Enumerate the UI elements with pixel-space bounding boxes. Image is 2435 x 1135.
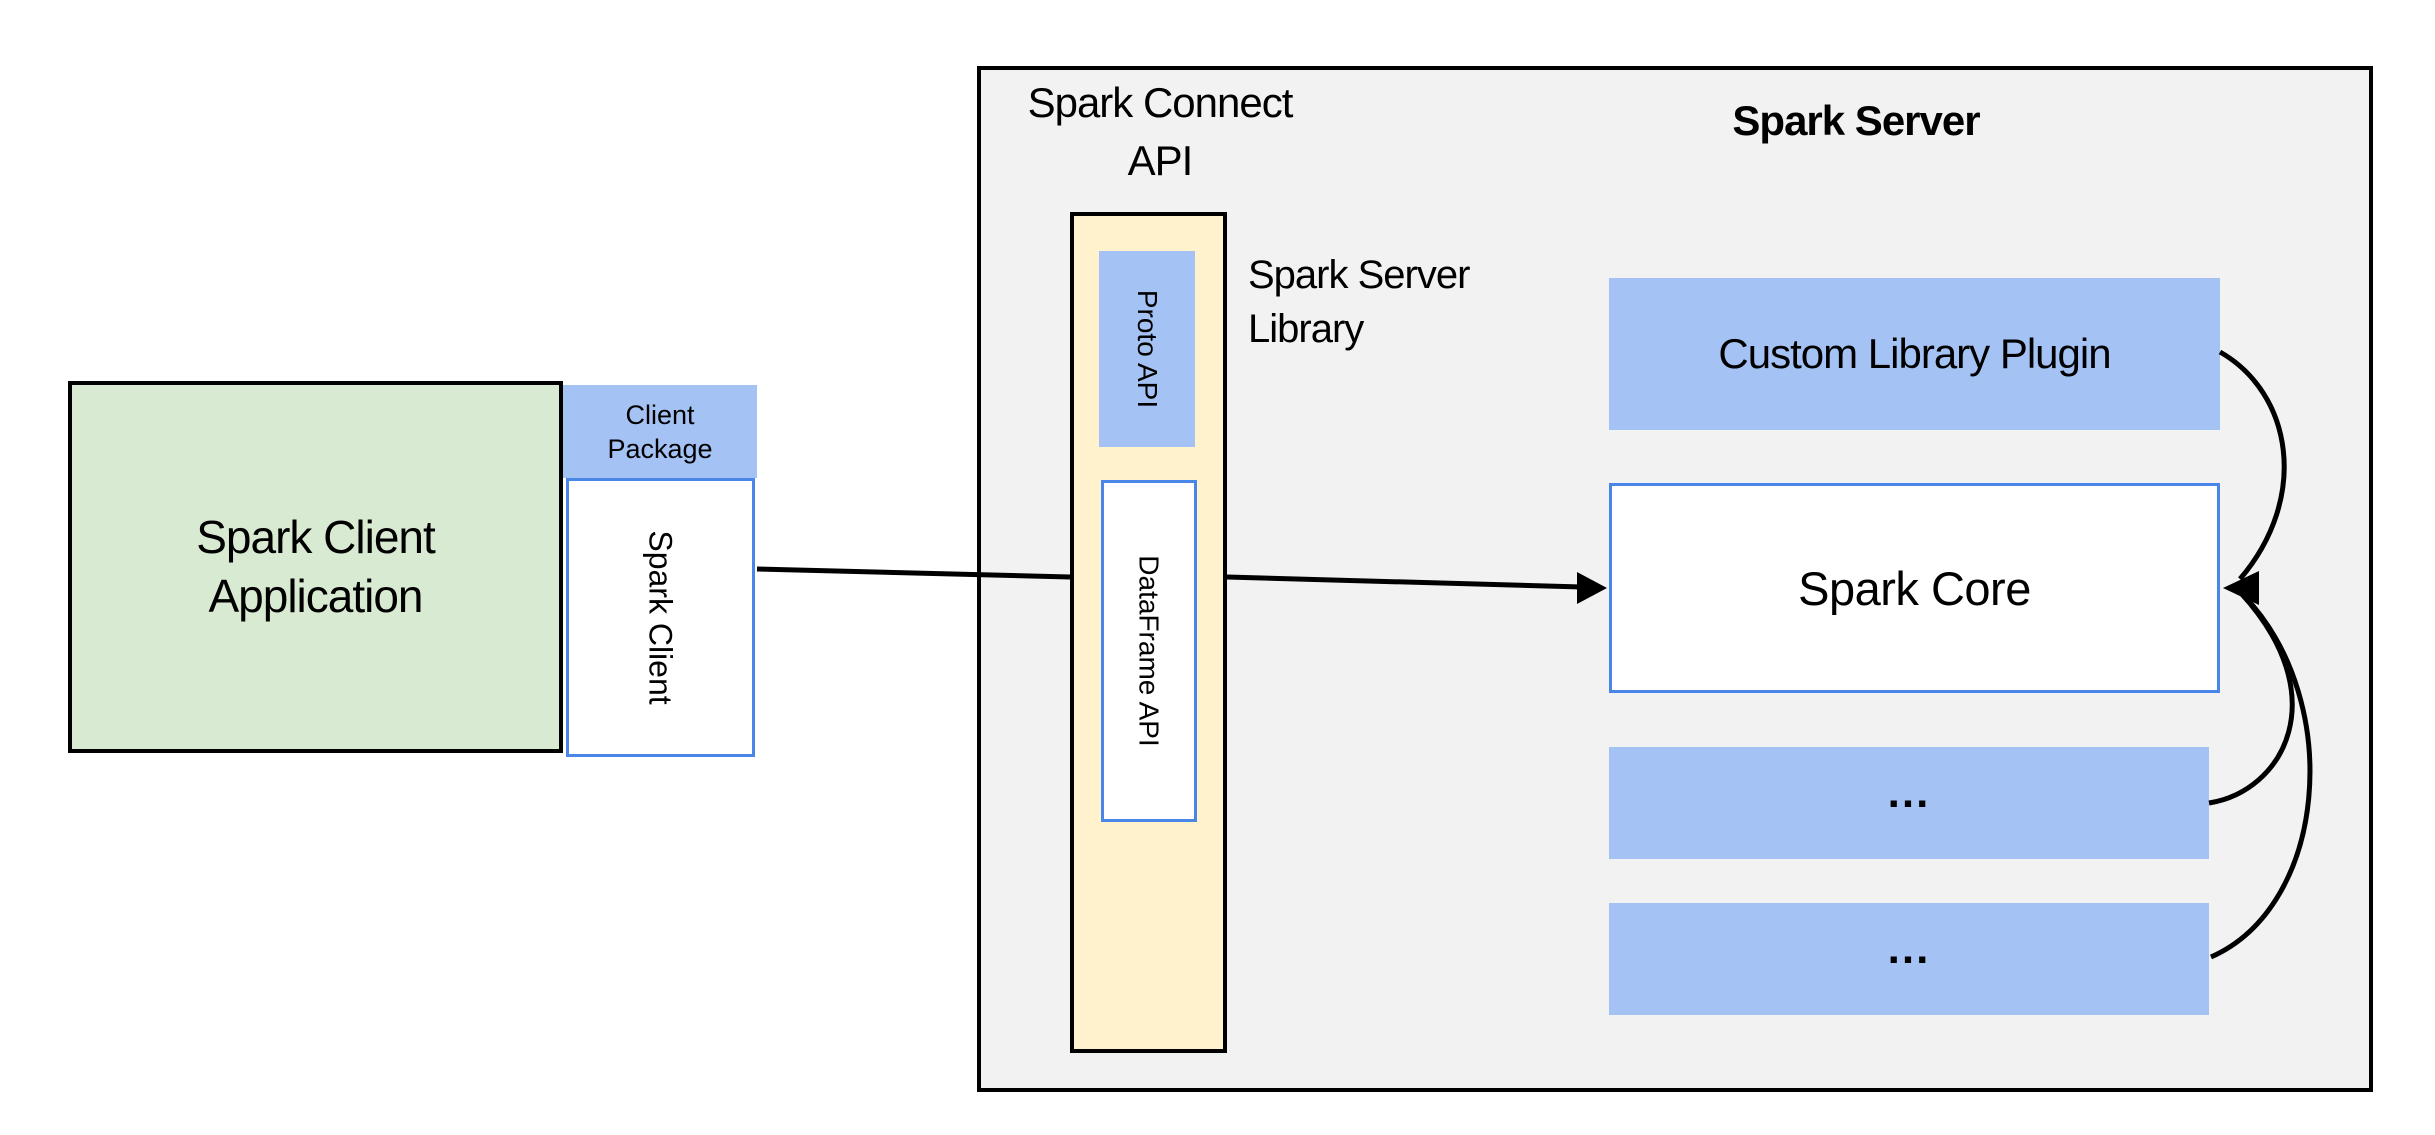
plugin-placeholder-box-1: ... [1609, 747, 2209, 859]
plugin-placeholder-box-2: ... [1609, 903, 2209, 1015]
spark-client-application-box: Spark Client Application [68, 381, 563, 753]
spark-connect-api-label-line2: API [1127, 137, 1194, 184]
proto-api-box: Proto API [1099, 251, 1195, 447]
plugin-placeholder-2-label: ... [1887, 924, 1931, 973]
plugin-placeholder-1-label: ... [1887, 768, 1931, 817]
spark-connect-api-label-line1: Spark Connect [1027, 79, 1294, 126]
spark-core-box: Spark Core [1609, 483, 2220, 693]
spark-client-application-line1: Spark Client [196, 511, 436, 563]
spark-core-label: Spark Core [1798, 561, 2031, 615]
dataframe-api-box: DataFrame API [1101, 480, 1197, 822]
spark-client-box: Spark Client [566, 478, 755, 757]
custom-library-plugin-box: Custom Library Plugin [1609, 278, 2220, 430]
client-package-box: Client Package [563, 385, 757, 478]
spark-server-library-label-line2: Library [1248, 307, 1364, 351]
spark-client-vertical-label: Spark Client [642, 530, 679, 705]
proto-api-vertical-label: Proto API [1132, 289, 1164, 409]
dataframe-api-vertical-label: DataFrame API [1134, 555, 1165, 747]
spark-connect-api-label: Spark Connect API [960, 74, 1360, 190]
client-package-line2: Package [607, 433, 713, 464]
spark-server-library-label: Spark Server Library [1248, 248, 1470, 356]
spark-server-library-label-line1: Spark Server [1248, 253, 1470, 297]
custom-library-plugin-label: Custom Library Plugin [1718, 330, 2111, 377]
spark-client-application-line2: Application [208, 570, 423, 622]
spark-server-title: Spark Server [1732, 97, 1980, 144]
client-package-line1: Client [625, 399, 695, 430]
